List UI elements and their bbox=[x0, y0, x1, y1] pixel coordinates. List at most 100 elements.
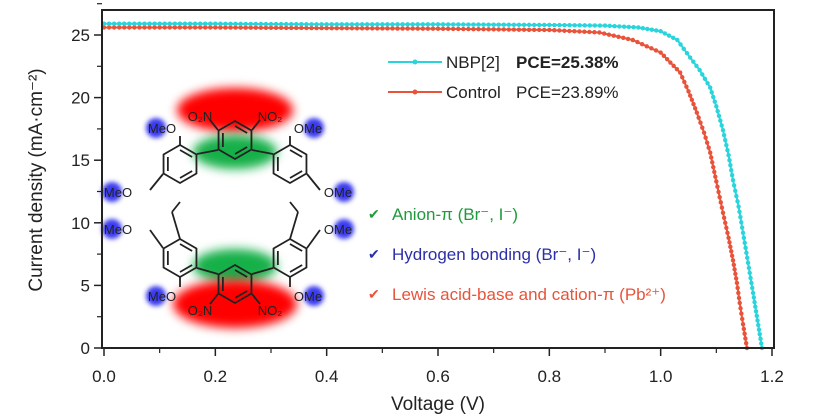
data-point bbox=[692, 106, 698, 111]
data-point bbox=[152, 21, 157, 26]
data-point bbox=[506, 27, 512, 32]
data-point bbox=[674, 67, 680, 72]
x-tick-label: 1.0 bbox=[649, 367, 673, 386]
double-bond bbox=[179, 170, 193, 179]
data-point bbox=[617, 24, 622, 29]
data-point bbox=[339, 22, 345, 27]
data-point bbox=[304, 25, 309, 31]
data-point bbox=[111, 21, 117, 26]
bond bbox=[149, 229, 164, 249]
data-point bbox=[501, 22, 506, 27]
data-point bbox=[711, 164, 716, 170]
double-bond bbox=[234, 290, 248, 299]
data-point bbox=[233, 25, 238, 30]
substituent-label-meo: MeO bbox=[104, 185, 132, 200]
data-point bbox=[425, 26, 431, 31]
data-point bbox=[729, 173, 735, 178]
data-point bbox=[606, 32, 612, 37]
data-point bbox=[742, 331, 747, 336]
substituent-label-no2: NO₂ bbox=[258, 303, 283, 318]
data-point bbox=[728, 244, 733, 250]
data-point bbox=[491, 27, 496, 32]
data-point bbox=[435, 26, 441, 31]
double-bond bbox=[234, 269, 248, 278]
data-point bbox=[511, 22, 517, 27]
data-point bbox=[182, 25, 188, 30]
data-point bbox=[461, 22, 466, 27]
data-point bbox=[716, 113, 722, 119]
data-point bbox=[405, 26, 410, 31]
data-point bbox=[122, 21, 127, 26]
x-tick-label: 1.2 bbox=[760, 367, 784, 386]
data-point bbox=[645, 26, 650, 32]
data-point bbox=[733, 271, 738, 277]
data-point bbox=[630, 37, 636, 43]
data-point bbox=[172, 21, 178, 26]
data-point bbox=[299, 22, 304, 27]
double-bond bbox=[179, 149, 193, 158]
data-point bbox=[625, 36, 631, 42]
data-point bbox=[748, 275, 753, 281]
data-point bbox=[728, 163, 733, 168]
data-point bbox=[506, 22, 512, 27]
x-tick-label: 0.8 bbox=[538, 367, 562, 386]
data-point bbox=[757, 332, 762, 337]
benzene-ring bbox=[162, 143, 198, 185]
data-point bbox=[677, 70, 683, 75]
data-point bbox=[167, 25, 172, 30]
data-point bbox=[344, 22, 350, 27]
data-point bbox=[243, 21, 248, 27]
data-point bbox=[106, 25, 112, 30]
data-point bbox=[612, 23, 617, 29]
data-point bbox=[733, 188, 738, 193]
data-point bbox=[577, 29, 582, 34]
data-point bbox=[450, 26, 456, 32]
data-point bbox=[758, 336, 763, 342]
data-point bbox=[294, 25, 299, 31]
green-glow bbox=[193, 135, 277, 169]
data-point bbox=[309, 25, 314, 31]
bond bbox=[289, 211, 299, 240]
data-point bbox=[743, 341, 749, 346]
data-point bbox=[731, 262, 737, 268]
data-point bbox=[740, 230, 746, 236]
data-point bbox=[708, 150, 713, 155]
data-point bbox=[725, 147, 730, 153]
bond bbox=[306, 173, 321, 191]
data-point bbox=[228, 21, 233, 27]
legend-marker-nbp2 bbox=[412, 59, 418, 65]
data-point bbox=[273, 21, 279, 27]
bond bbox=[209, 293, 219, 305]
data-point bbox=[661, 53, 667, 59]
data-point bbox=[682, 79, 687, 85]
data-point bbox=[557, 22, 562, 28]
substituent-label-ome: OMe bbox=[324, 185, 352, 200]
data-point bbox=[735, 285, 740, 291]
data-point bbox=[430, 22, 436, 27]
data-point bbox=[476, 22, 481, 27]
data-point bbox=[375, 26, 380, 31]
data-point bbox=[734, 193, 739, 199]
data-point bbox=[273, 25, 279, 31]
data-point bbox=[248, 21, 253, 27]
data-point bbox=[743, 336, 748, 341]
data-point bbox=[698, 120, 703, 125]
data-point bbox=[192, 21, 198, 26]
data-point bbox=[684, 50, 690, 56]
data-point bbox=[233, 21, 238, 27]
bond bbox=[196, 267, 219, 275]
data-point bbox=[572, 29, 577, 34]
data-point bbox=[720, 210, 726, 215]
data-point bbox=[715, 108, 720, 114]
data-point bbox=[718, 200, 723, 205]
data-point bbox=[375, 22, 380, 27]
data-point bbox=[587, 29, 592, 35]
data-point bbox=[324, 22, 329, 27]
data-point bbox=[380, 26, 385, 31]
data-point bbox=[670, 35, 676, 41]
data-point bbox=[726, 235, 731, 241]
data-point bbox=[390, 22, 395, 27]
data-point bbox=[616, 34, 621, 39]
annotation-anion-pi: Anion-π (Br⁻, I⁻) bbox=[392, 205, 518, 224]
data-point bbox=[243, 25, 248, 30]
